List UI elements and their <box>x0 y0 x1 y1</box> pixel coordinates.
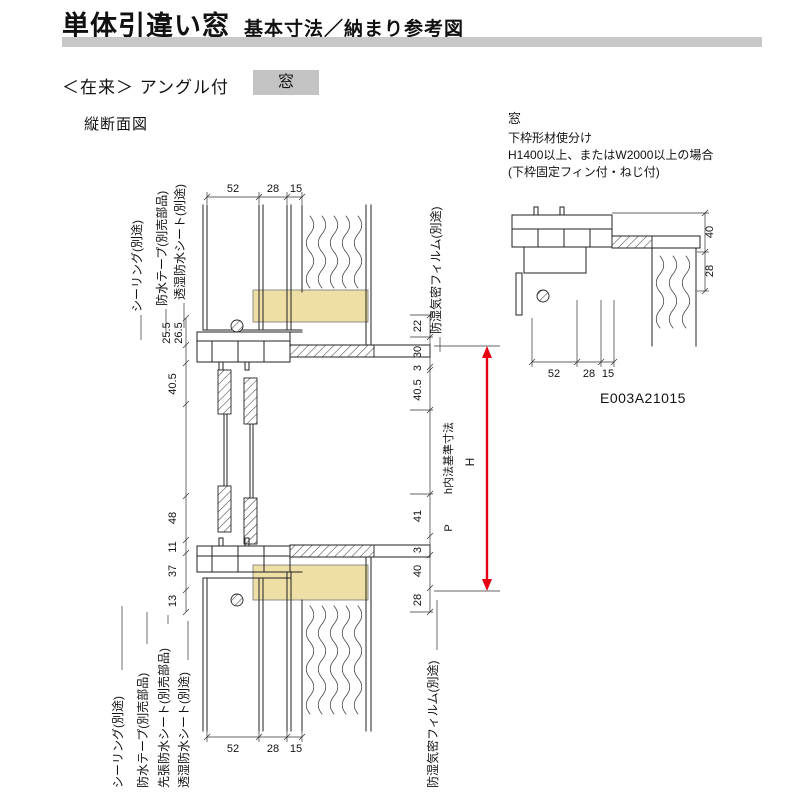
dim-label: 28 <box>267 183 279 195</box>
note-line1: 下枠形材使分け <box>508 131 593 145</box>
callout-label: 防水テープ(別売部品) <box>154 191 169 306</box>
series-label: ＜在来＞ アングル付 <box>62 78 230 97</box>
dim-label: 40 <box>704 226 716 238</box>
dim-label: 52 <box>227 183 239 195</box>
sash-inner-bottom-rail <box>243 497 258 545</box>
dim-label: 48 <box>167 512 179 524</box>
dim-label: 28 <box>583 368 595 380</box>
title-main: 単体引違い窓 <box>62 11 230 41</box>
height-arrow: H <box>434 345 500 592</box>
sub-sealant-bead <box>536 289 550 303</box>
dim-chain-left: 25.5 26.5 40.5 48 11 37 13 <box>161 314 190 616</box>
note-line3: (下枠固定フィン付・ねじ付) <box>508 165 660 179</box>
dim-label: 28 <box>412 594 424 606</box>
dim-label: 52 <box>227 743 239 755</box>
sash-outer <box>217 369 232 533</box>
window-sill-frame <box>196 537 303 573</box>
interior-casing-bottom <box>289 544 431 558</box>
sealant-bead-top <box>230 319 244 333</box>
note-title: 窓 <box>508 111 522 126</box>
dim-chain-top: 52 28 15 <box>203 183 306 204</box>
callout-label: 防湿気密フィルム(別途) <box>425 660 440 788</box>
sub-insulation-batt <box>655 255 691 329</box>
dim-label: 3 <box>412 547 424 553</box>
drawing-code: E003A21015 <box>600 390 686 406</box>
inner-height-dim-label: h内法基準寸法 <box>441 422 455 494</box>
dim-label: 3 <box>412 365 424 371</box>
title-subtitle: 基本寸法／納まり参考図 <box>244 19 465 40</box>
page-title: 単体引違い窓 基本寸法／納まり参考図 <box>62 4 464 43</box>
dim-chain-bottom: 52 28 15 <box>203 730 306 755</box>
wall-section-top <box>202 204 372 346</box>
sub-wall-section <box>651 247 697 347</box>
fixing-fin <box>515 272 523 316</box>
main-diagram: 52 28 15 52 28 15 <box>110 183 500 788</box>
sash-outer-bottom-rail <box>217 485 232 533</box>
dim-label: 41 <box>412 510 424 522</box>
sill-usage-note: 窓 下枠形材使分け H1400以上、またはW2000以上の場合 (下枠固定フィン… <box>508 110 713 181</box>
callout-label: 透湿防水シート(別途) <box>172 184 187 300</box>
sash-outer-top-rail <box>217 369 232 415</box>
height-dim-label: H <box>463 458 477 467</box>
dim-label: 13 <box>167 595 179 607</box>
window-type-tag: 窓 <box>253 70 319 95</box>
framing-highlight-top <box>252 289 369 323</box>
sub-dim-chain-right: 40 28 <box>612 209 716 295</box>
callout-label: シーリング(別途) <box>110 696 125 788</box>
section-view-label: 縦断面図 <box>84 116 149 133</box>
dim-label: 22 <box>412 320 424 332</box>
dim-label: 30 <box>412 346 424 358</box>
title-underline-bar <box>62 37 762 47</box>
height-arrow-head-top <box>482 346 492 358</box>
dim-label: 40 <box>412 565 424 577</box>
window-head-frame <box>196 331 303 371</box>
height-arrow-head-bottom <box>482 579 492 591</box>
dim-chain-right: 22 30 3 40.5 41 3 40 28 h内法基準寸法 P <box>410 311 455 616</box>
dim-label: 28 <box>704 265 716 277</box>
dim-label: 15 <box>290 183 302 195</box>
callouts-top: シーリング(別途) 防水テープ(別売部品) 透湿防水シート(別途) 防湿気密フィ… <box>129 184 443 352</box>
insulation-batt-top <box>305 215 363 289</box>
dim-label: 15 <box>602 368 614 380</box>
dim-label: 11 <box>167 541 179 552</box>
callout-label: 防水テープ(別売部品) <box>135 673 150 788</box>
sash-inner <box>243 377 258 545</box>
sub-diagram: 40 28 52 28 15 <box>511 206 716 380</box>
dim-label: 37 <box>167 565 179 577</box>
dim-label: 25.5 <box>161 322 173 343</box>
callout-label: 透湿防水シート(別途) <box>176 672 191 788</box>
sub-sill-frame <box>511 206 613 316</box>
wall-section-bottom <box>202 556 372 732</box>
callout-label: 防湿気密フィルム(別途) <box>428 206 443 334</box>
dim-label: 52 <box>548 368 560 380</box>
interior-casing-top <box>289 344 431 358</box>
dim-label: 26.5 <box>173 322 185 343</box>
callout-label: シーリング(別途) <box>129 220 144 312</box>
sash-inner-top-rail <box>243 377 258 425</box>
sub-dim-chain-bottom: 52 28 15 <box>528 300 618 380</box>
dim-label: 40.5 <box>167 373 179 394</box>
sub-interior-casing <box>611 235 701 249</box>
insulation-batt-bottom <box>305 605 363 715</box>
p-dim-label: P <box>443 524 455 531</box>
dim-label: 28 <box>267 743 279 755</box>
dim-label: 15 <box>290 743 302 755</box>
callout-label: 先張防水シート(別売部品) <box>156 648 171 788</box>
callouts-bottom: シーリング(別途) 防水テープ(別売部品) 先張防水シート(別売部品) 透湿防水… <box>110 600 440 788</box>
framing-highlight-bottom <box>252 564 369 601</box>
note-line2: H1400以上、またはW2000以上の場合 <box>508 148 714 162</box>
sealant-bead-bottom <box>230 593 244 607</box>
dim-label: 40.5 <box>412 379 424 400</box>
